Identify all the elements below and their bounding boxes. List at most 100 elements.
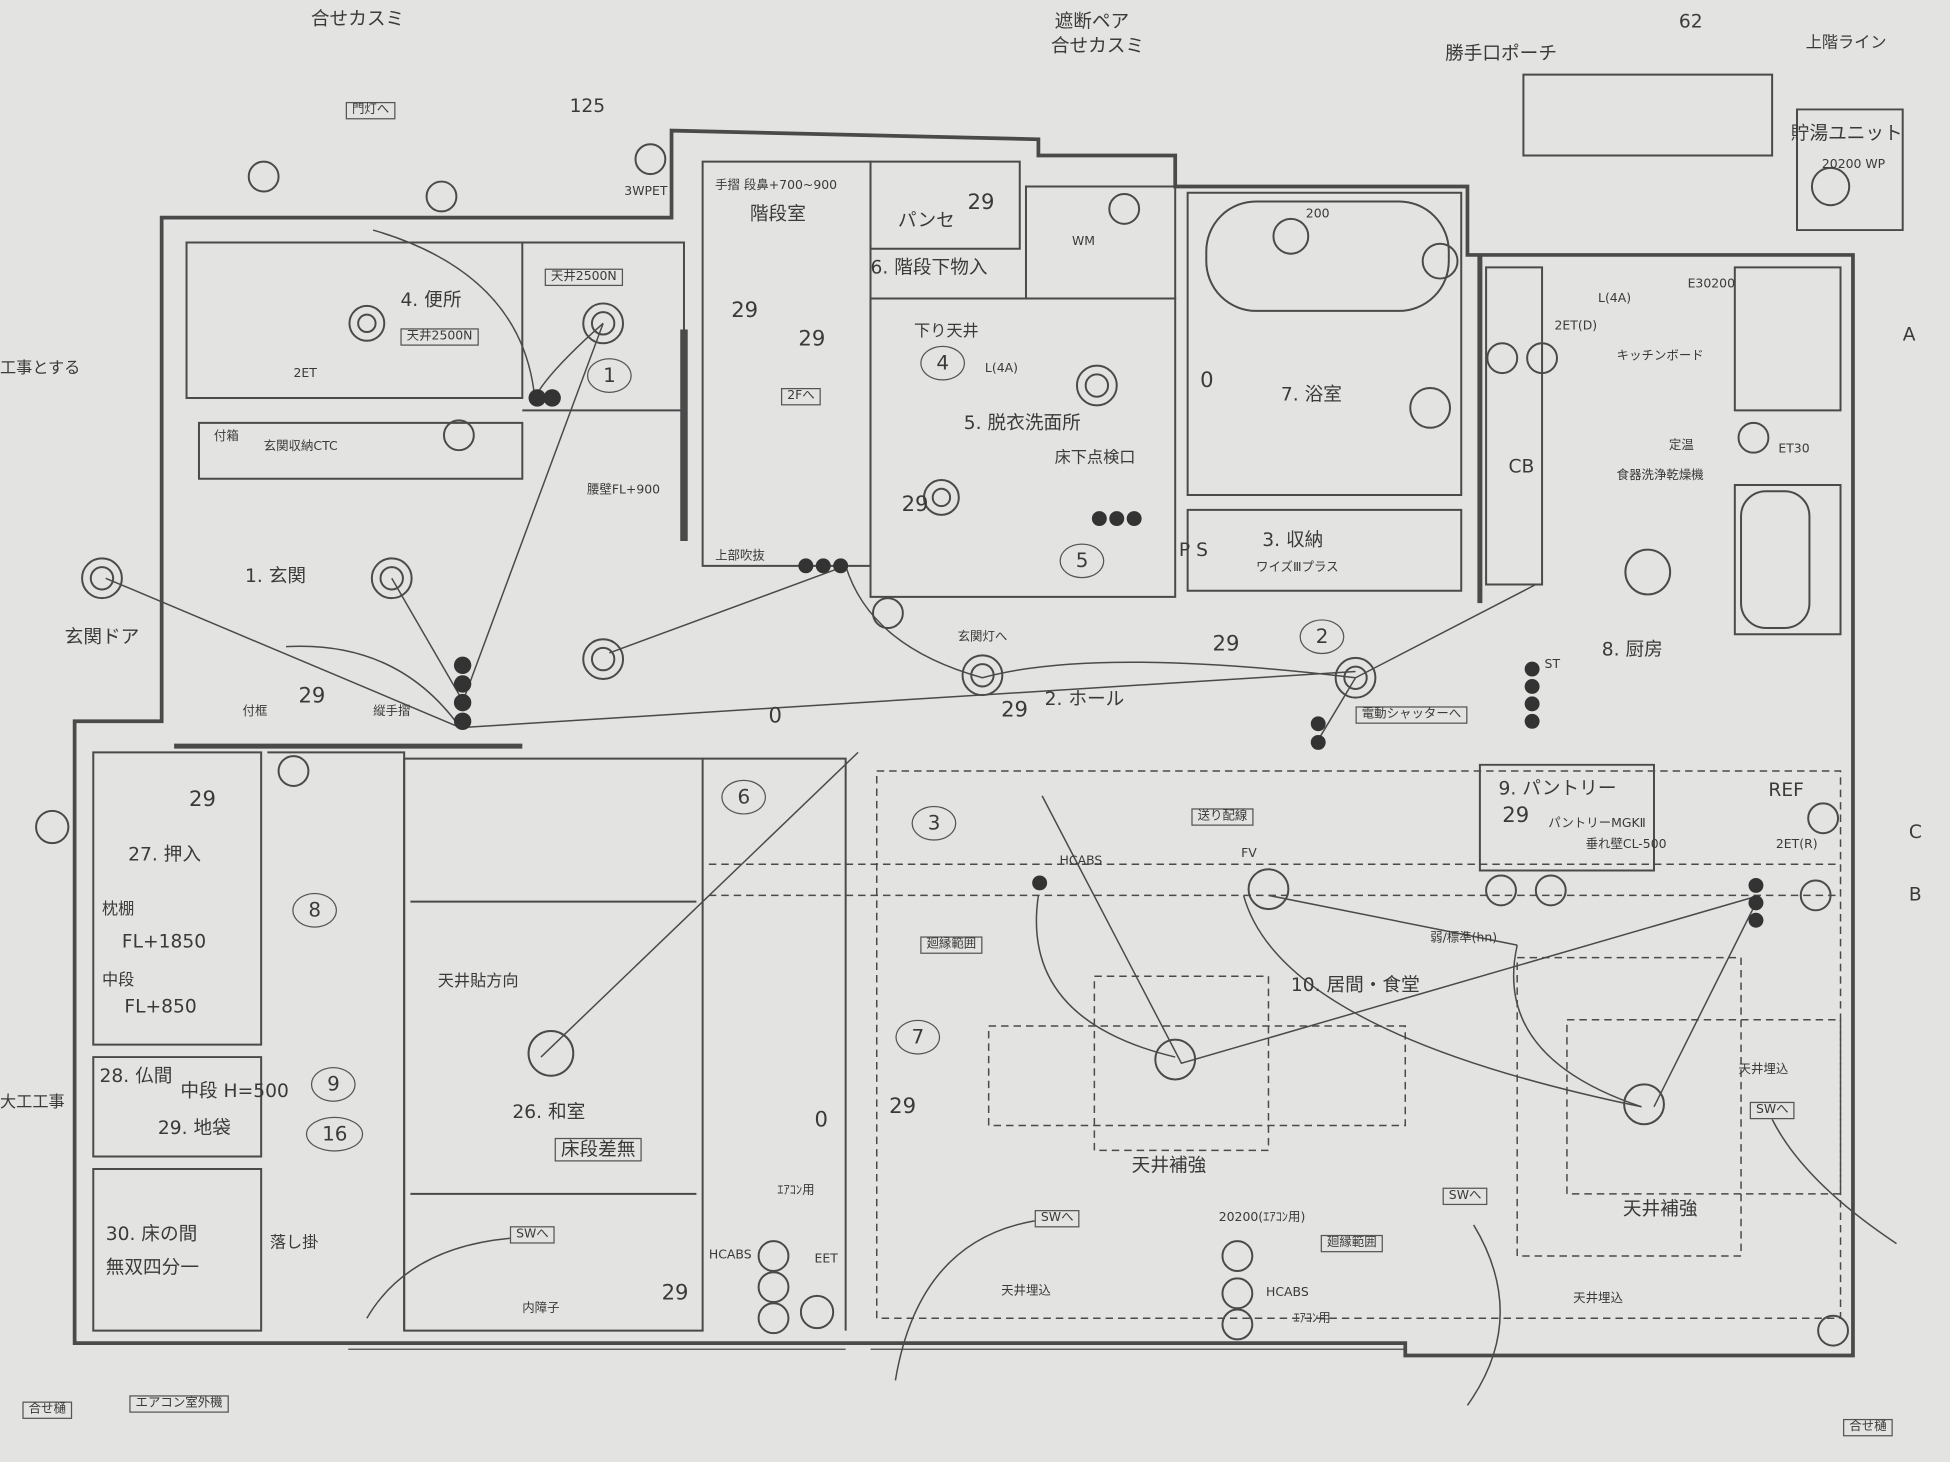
- dim-29: 29: [889, 1094, 917, 1120]
- note-teion: 定温: [1668, 438, 1694, 453]
- dim-0: 0: [768, 703, 783, 729]
- room-pantry: 9. パントリー: [1498, 777, 1617, 800]
- sink: [1740, 490, 1811, 630]
- dim-29: 29: [1212, 631, 1240, 657]
- note-send-wiring: 送り配線: [1191, 808, 1254, 826]
- room-pantry-top: パンセ: [897, 208, 955, 232]
- walls: [72, 73, 1904, 1358]
- room-oshiire: 27. 押入: [128, 843, 201, 866]
- note-hcabs-3: HCABS: [1059, 854, 1103, 869]
- note-embed-3: 天井埋込: [1573, 1292, 1623, 1306]
- note-3wpet: 3WPET: [624, 185, 668, 199]
- wiring-lines: [105, 229, 1897, 1406]
- note-wp: 20200 WP: [1821, 157, 1886, 172]
- note-handrail-top: 手摺 段鼻+700~900: [715, 179, 838, 193]
- note-middle-shelf: 中段: [101, 971, 135, 990]
- note-ceiling-b: 天井2500N: [400, 328, 479, 346]
- note-butsu-mid: 中段 H=500: [180, 1079, 289, 1102]
- note-embed-1: 天井埋込: [1738, 1063, 1789, 1077]
- note-wm: WM: [1071, 235, 1096, 249]
- room-entrance-door: 玄関ドア: [64, 625, 140, 648]
- room-washitsu: 26. 和室: [512, 1100, 586, 1123]
- note-tsukebako-2: 付框: [242, 705, 268, 719]
- note-eet: EET: [814, 1252, 838, 1266]
- room-kitchen: 8. 厨房: [1601, 637, 1663, 661]
- circuit-8: 8: [292, 892, 338, 928]
- note-pantry-model: パントリーMGKⅡ: [1548, 817, 1646, 831]
- note-kitchen-board: キッチンボード: [1616, 349, 1704, 364]
- circuit-4: 4: [920, 345, 966, 381]
- circuit-5: 5: [1059, 543, 1105, 579]
- note-shutter: 電動シャッターへ: [1355, 706, 1468, 724]
- room-jibukuro: 29. 地袋: [157, 1116, 231, 1140]
- note-sw-4: SWへ: [1749, 1101, 1795, 1120]
- room-butsuma: 28. 仏間: [99, 1064, 173, 1087]
- dim-29: 29: [901, 492, 929, 518]
- note-handrail: 縦手摺: [373, 705, 411, 719]
- upper-line-label: 上階ライン: [1805, 33, 1887, 53]
- note-tsukebako: 付箱: [213, 430, 239, 444]
- note-down-ceiling: 下り天井: [914, 322, 979, 341]
- note-shoji: 内障子: [522, 1302, 560, 1316]
- ceiling-zones: [708, 770, 1842, 1319]
- dim-29: 29: [1502, 803, 1530, 829]
- note-molding-1: 廻縁範囲: [920, 936, 983, 954]
- socket-symbols: [35, 143, 1851, 1347]
- dim-0: 0: [814, 1108, 829, 1133]
- bathtub: [1205, 200, 1450, 312]
- dim-entry: 125: [569, 94, 606, 117]
- room-stair: 階段室: [749, 202, 806, 226]
- note-otoshigake: 落し掛: [269, 1233, 319, 1253]
- circuit-7: 7: [895, 1019, 941, 1055]
- note-embed-2: 天井埋込: [1001, 1284, 1051, 1299]
- note-sw-1: SWへ: [509, 1226, 555, 1244]
- dim-29: 29: [967, 190, 995, 216]
- note-molding-2: 廻縁範囲: [1320, 1234, 1383, 1253]
- note-gutter-1: 合せ樋: [22, 1401, 73, 1419]
- circuit-1: 1: [586, 358, 632, 393]
- note-ceiling-a: 天井2500N: [544, 268, 623, 287]
- note-no-step: 床段差無: [554, 1137, 642, 1162]
- note-st: ST: [1544, 657, 1561, 672]
- note-pillow-shelf: 枕棚: [101, 900, 135, 920]
- note-hcabs-1: HCABS: [708, 1248, 752, 1263]
- room-storage-sub: ワイズⅢプラス: [1256, 560, 1339, 575]
- circuit-6: 6: [721, 779, 767, 815]
- note-to-2f: 2Fへ: [780, 388, 821, 406]
- note-hanging-wall: 垂れ壁CL-500: [1585, 838, 1667, 852]
- room-ps: P S: [1178, 538, 1208, 561]
- note-center-pair: 遮断ペア: [1054, 9, 1130, 33]
- room-cb: CB: [1508, 455, 1535, 478]
- dim-29: 29: [731, 298, 759, 324]
- note-ac-2: ｴｱｺﾝ用: [1293, 1311, 1331, 1326]
- note-e30200: E30200: [1687, 277, 1735, 292]
- note-entry-storage: 玄関収納CTC: [263, 440, 338, 454]
- dim-29: 29: [661, 1280, 689, 1306]
- note-2et-r: 2ET(R): [1775, 838, 1818, 852]
- ceiling-lights: [81, 302, 1672, 1126]
- dim-29: 29: [189, 787, 216, 813]
- note-outlet-ac: 20200(ｴｱｺﾝ用): [1218, 1211, 1306, 1225]
- room-water-heater: 貯湯ユニット: [1790, 121, 1903, 145]
- circuit-16: 16: [305, 1116, 364, 1152]
- gate-light-note: 門灯へ: [345, 101, 396, 120]
- room-washroom: 5. 脱衣洗面所: [963, 411, 1081, 435]
- room-hall: 2. ホール: [1044, 687, 1125, 711]
- room-storage: 3. 収納: [1262, 528, 1324, 551]
- note-sw-3: SWへ: [1442, 1187, 1488, 1206]
- note-et30: ET30: [1778, 442, 1810, 457]
- dim-200: 200: [1305, 207, 1330, 222]
- note-left-pair: 合せカスミ: [310, 7, 405, 30]
- note-ac-outdoor: エアコン室外機: [129, 1395, 229, 1413]
- room-entrance: 1. 玄関: [244, 564, 307, 587]
- note-musou: 無双四分一: [105, 1256, 199, 1279]
- note-ac-1: ｴｱｺﾝ用: [777, 1183, 815, 1198]
- note-fv: FV: [1241, 846, 1257, 861]
- rear-porch-label: 勝手口ポーチ: [1445, 42, 1558, 65]
- edge-note: 工事とする: [0, 359, 81, 379]
- note-fan-mode: 弱/標準(hn): [1430, 931, 1498, 946]
- note-floor-hatch: 床下点検口: [1054, 448, 1136, 468]
- note-2et-d: 2ET(D): [1554, 319, 1598, 334]
